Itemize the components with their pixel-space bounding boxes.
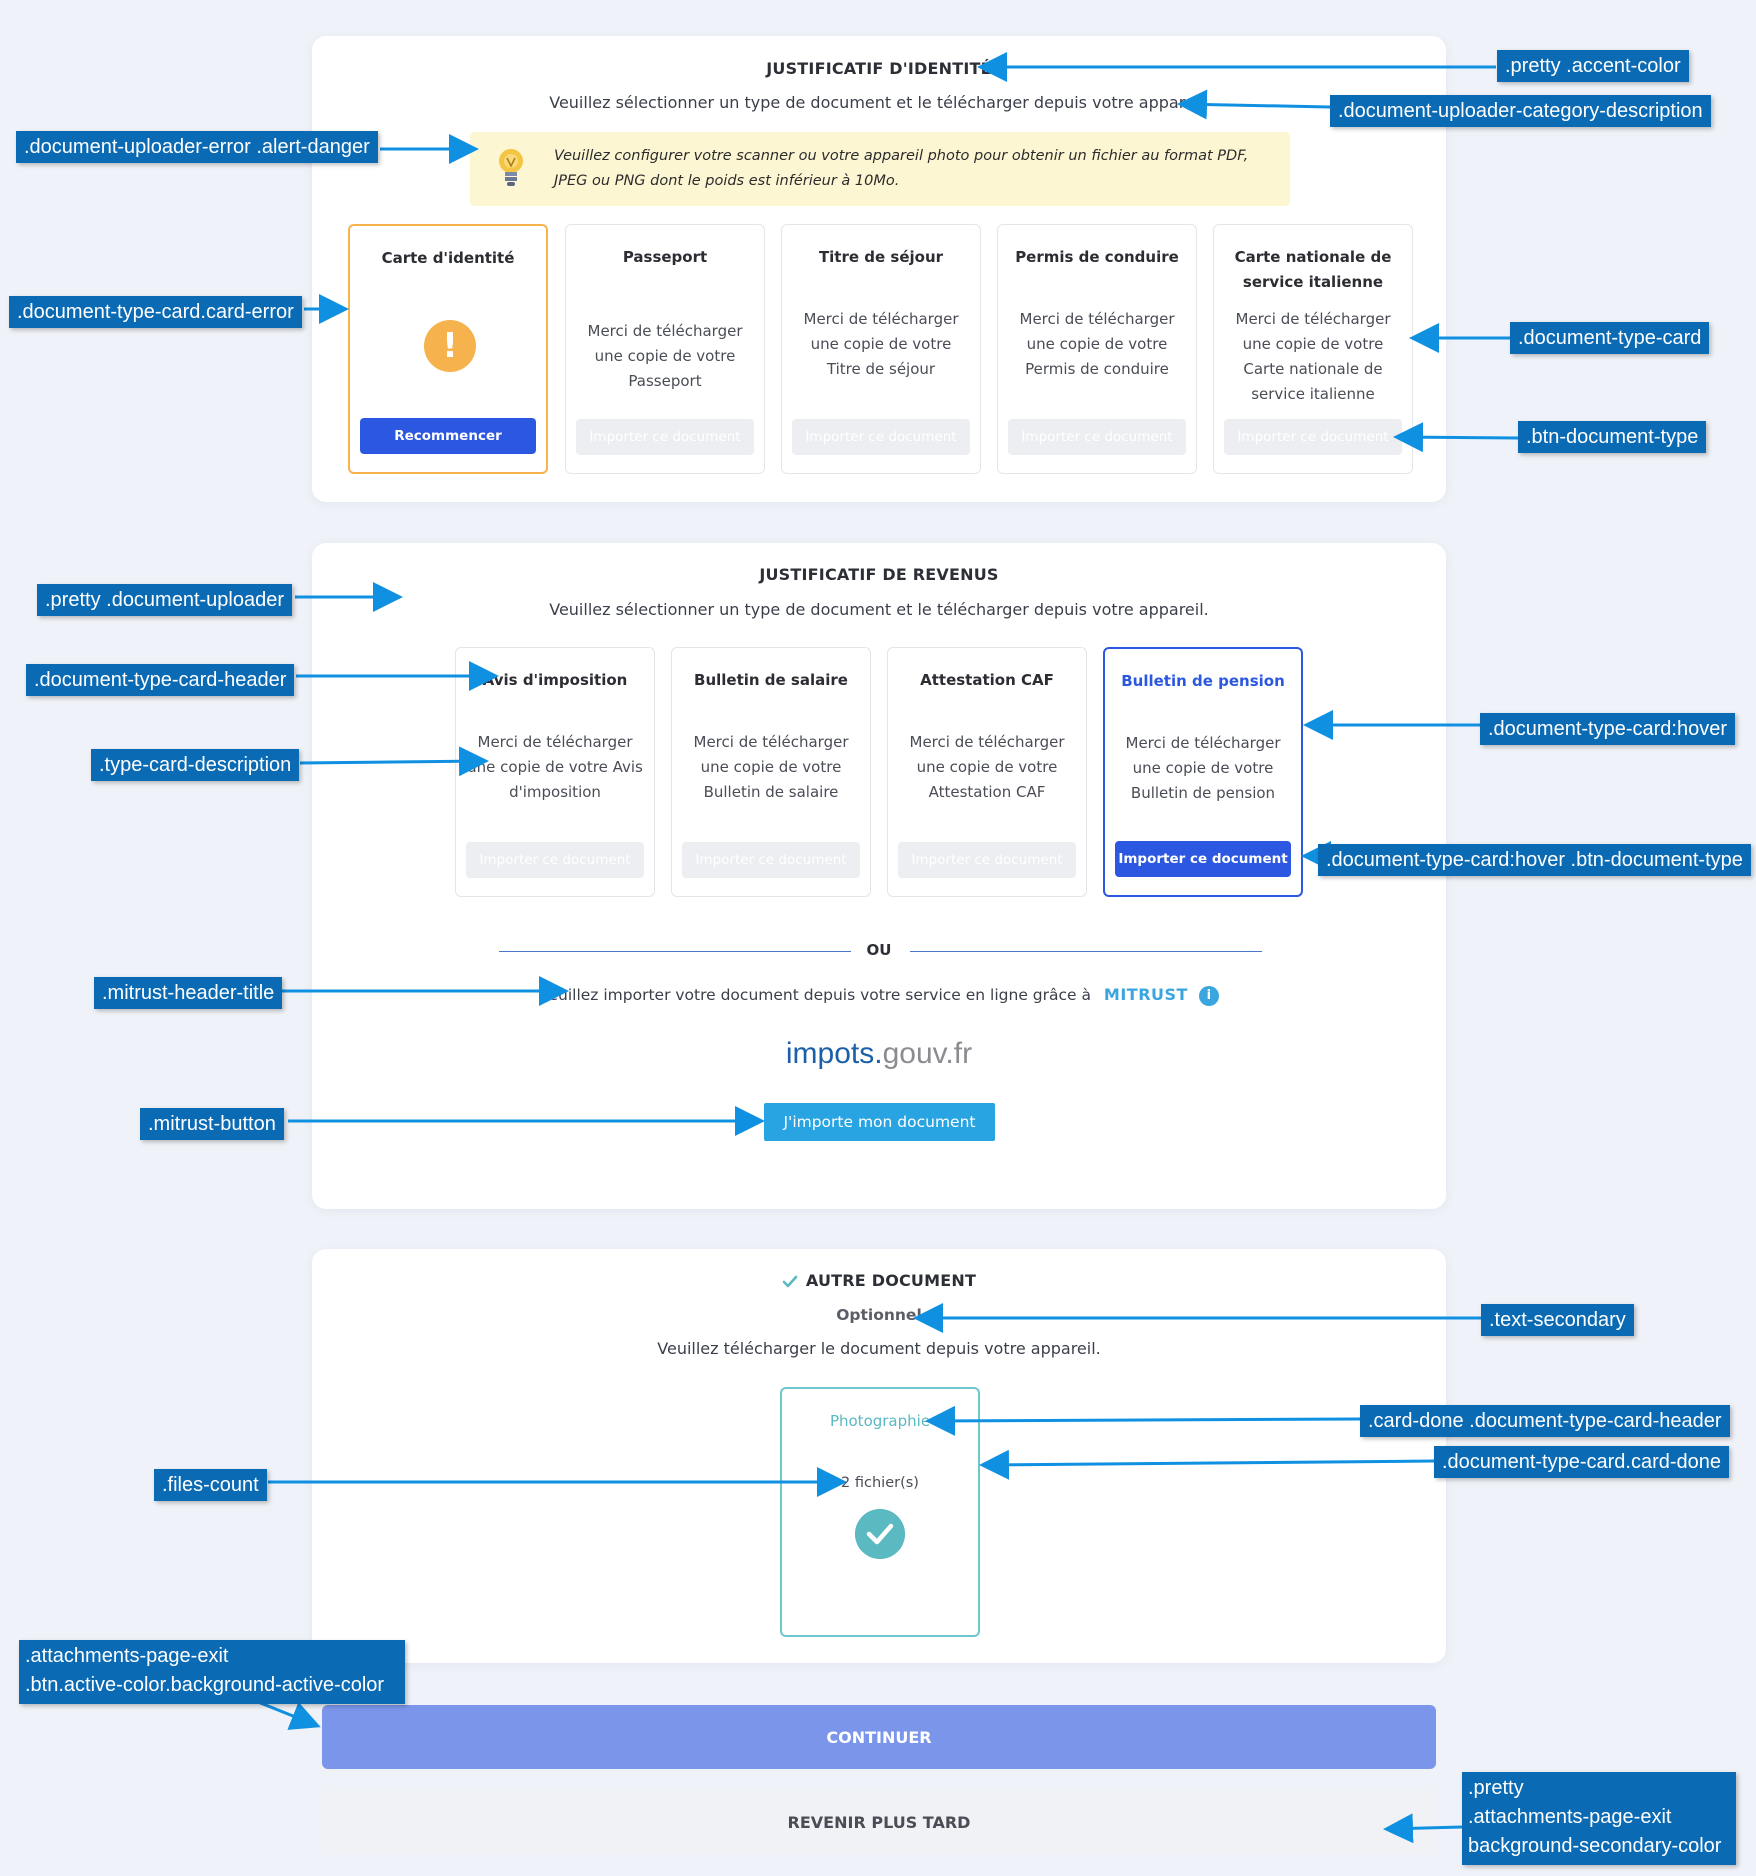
- import-document-button[interactable]: Importer ce document: [792, 419, 970, 455]
- document-type-card-payslip[interactable]: Bulletin de salaire Merci de télécharger…: [671, 647, 871, 897]
- annotation-card-header: .document-type-card-header: [26, 664, 295, 696]
- import-document-button[interactable]: Importer ce document: [1008, 419, 1186, 455]
- annotation-continue-button: .attachments-page-exit .btn.active-color…: [19, 1640, 405, 1704]
- annotation-line: .pretty: [1468, 1777, 1524, 1799]
- import-document-button[interactable]: Importer ce document: [898, 842, 1076, 878]
- annotation-mitrust-button: .mitrust-button: [140, 1108, 284, 1140]
- revenue-uploader-section: JUSTIFICATIF DE REVENUS Veuillez sélecti…: [312, 543, 1446, 1209]
- annotation-card-done: .document-type-card.card-done: [1434, 1446, 1730, 1478]
- import-document-button[interactable]: Importer ce document: [682, 842, 860, 878]
- section-description: Veuillez sélectionner un type de documen…: [549, 600, 1209, 619]
- section-title: JUSTIFICATIF DE REVENUS: [759, 565, 999, 584]
- error-icon: !: [424, 320, 476, 372]
- card-description: Merci de télécharger une copie de votre …: [1125, 734, 1281, 802]
- section-title: AUTRE DOCUMENT: [312, 1271, 1446, 1290]
- document-type-card-caf-certificate[interactable]: Attestation CAF Merci de télécharger une…: [887, 647, 1087, 897]
- card-header: Carte nationale de service italienne: [1234, 248, 1392, 291]
- card-header: Bulletin de pension: [1121, 672, 1285, 690]
- annotation-accent-color: .pretty .accent-color: [1497, 50, 1689, 82]
- lightbulb-icon: [499, 149, 523, 186]
- mitrust-text: Veuillez importer votre document depuis …: [539, 986, 1091, 1004]
- import-document-button[interactable]: Importer ce document: [1224, 419, 1402, 455]
- restart-button[interactable]: Recommencer: [360, 418, 536, 454]
- card-header: Passeport: [622, 248, 708, 266]
- card-header: Bulletin de salaire: [694, 671, 848, 689]
- annotation-btn-document-type: .btn-document-type: [1518, 421, 1707, 453]
- mitrust-logo: MITRUST: [1103, 985, 1188, 1004]
- impots-logo-part: impots.: [785, 1037, 883, 1070]
- document-type-card-italian-service-card[interactable]: Carte nationale de service italienne Mer…: [1213, 224, 1413, 474]
- annotation-mitrust-title: .mitrust-header-title: [94, 977, 283, 1009]
- card-header: Attestation CAF: [920, 671, 1054, 689]
- other-document-section: AUTRE DOCUMENT Optionnel Veuillez téléch…: [312, 1249, 1446, 1663]
- annotation-category-description: .document-uploader-category-description: [1330, 95, 1711, 127]
- section-title: JUSTIFICATIF D'IDENTITÉ: [766, 59, 992, 78]
- card-header: Titre de séjour: [818, 248, 944, 266]
- document-type-card-passport[interactable]: Passeport Merci de télécharger une copie…: [565, 224, 765, 474]
- upload-error-alert: Veuillez configurer votre scanner ou vot…: [470, 132, 1290, 206]
- document-type-card-residence-permit[interactable]: Titre de séjour Merci de télécharger une…: [781, 224, 981, 474]
- section-title-text: AUTRE DOCUMENT: [805, 1271, 977, 1290]
- info-icon[interactable]: i: [1198, 985, 1219, 1006]
- mitrust-header-title: Veuillez importer votre document depuis …: [312, 985, 1446, 1006]
- card-description: Merci de télécharger une copie de votre …: [803, 310, 959, 378]
- card-description: Merci de télécharger une copie de votre …: [909, 733, 1065, 801]
- gouv-logo-part: gouv.fr: [882, 1037, 973, 1070]
- import-document-button[interactable]: Importer ce document: [1115, 841, 1291, 877]
- annotation-card-description: .type-card-description: [91, 749, 300, 781]
- continue-button[interactable]: CONTINUER: [322, 1705, 1436, 1769]
- annotation-card-error: .document-type-card.card-error: [9, 296, 302, 328]
- section-description: Veuillez télécharger le document depuis …: [657, 1339, 1101, 1358]
- annotation-line: .attachments-page-exit: [25, 1645, 229, 1667]
- card-description: Merci de télécharger une copie de votre …: [1019, 310, 1175, 378]
- card-description: Merci de télécharger une copie de votre …: [467, 733, 643, 801]
- card-header: Photographie: [829, 1412, 931, 1430]
- section-description: Veuillez sélectionner un type de documen…: [549, 93, 1209, 112]
- document-type-card-photo[interactable]: Photographie 2 fichier(s): [780, 1387, 980, 1637]
- annotation-later-button: .pretty .attachments-page-exit backgroun…: [1462, 1772, 1736, 1865]
- card-header: Carte d'identité: [381, 249, 515, 267]
- annotation-card-done-header: .card-done .document-type-card-header: [1360, 1405, 1730, 1437]
- done-check-icon: [855, 1509, 905, 1559]
- annotation-line: background-secondary-color: [1468, 1835, 1722, 1857]
- optional-label: Optionnel: [836, 1306, 922, 1324]
- identity-uploader-section: JUSTIFICATIF D'IDENTITÉ Veuillez sélecti…: [312, 36, 1446, 502]
- divider-right: [910, 951, 1262, 952]
- card-description: Merci de télécharger une copie de votre …: [1235, 310, 1391, 403]
- come-back-later-button[interactable]: REVENIR PLUS TARD: [322, 1790, 1436, 1854]
- annotation-type-card: .document-type-card: [1510, 322, 1710, 354]
- import-document-button[interactable]: Importer ce document: [466, 842, 644, 878]
- annotation-text-secondary: .text-secondary: [1481, 1304, 1634, 1336]
- document-type-card-pension-slip[interactable]: Bulletin de pension Merci de télécharger…: [1103, 647, 1303, 897]
- document-type-card-id-card[interactable]: Carte d'identité ! Recommencer: [348, 224, 548, 474]
- annotation-line: .btn.active-color.background-active-colo…: [25, 1674, 385, 1696]
- mitrust-import-button[interactable]: J'importe mon document: [764, 1103, 995, 1141]
- impots-gouv-logo: impots.gouv.fr: [312, 1037, 1446, 1071]
- or-separator: OU: [866, 941, 892, 959]
- document-type-card-tax-notice[interactable]: Avis d'imposition Merci de télécharger u…: [455, 647, 655, 897]
- card-description: Merci de télécharger une copie de votre …: [587, 322, 743, 390]
- import-document-button[interactable]: Importer ce document: [576, 419, 754, 455]
- annotation-files-count: .files-count: [154, 1469, 267, 1501]
- annotation-pretty-uploader: .pretty .document-uploader: [37, 584, 293, 616]
- alert-text: Veuillez configurer votre scanner ou vot…: [554, 148, 1249, 189]
- card-description: Merci de télécharger une copie de votre …: [693, 733, 849, 801]
- check-icon: [782, 1275, 798, 1287]
- annotation-card-hover: .document-type-card:hover: [1480, 713, 1736, 745]
- annotation-uploader-error: .document-uploader-error .alert-danger: [16, 131, 378, 163]
- annotation-card-hover-button: .document-type-card:hover .btn-document-…: [1318, 844, 1751, 876]
- divider-left: [499, 951, 851, 952]
- annotation-line: .attachments-page-exit: [1468, 1806, 1672, 1828]
- document-type-card-driving-license[interactable]: Permis de conduire Merci de télécharger …: [997, 224, 1197, 474]
- card-header: Permis de conduire: [1015, 248, 1179, 266]
- files-count: 2 fichier(s): [841, 1475, 919, 1491]
- card-header: Avis d'imposition: [482, 671, 628, 689]
